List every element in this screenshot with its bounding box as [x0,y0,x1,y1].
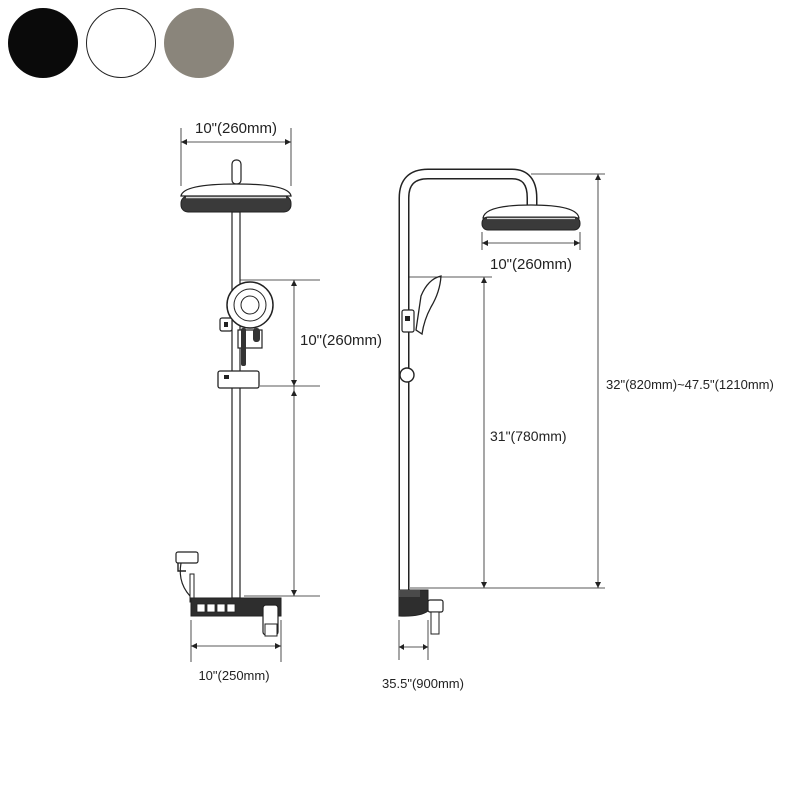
rain-shower-head [180,183,292,213]
front-base-width-label: 10"(250mm) [198,668,269,683]
shelf [217,370,260,389]
front-riser-pipe [231,211,241,599]
hand-shower [226,281,274,366]
side-head-width-label: 10"(260mm) [490,256,572,273]
side-hand-shower [399,275,442,383]
side-rain-head [481,204,581,231]
side-handset-height-label: 31"(780mm) [490,428,567,444]
color-swatch-white[interactable] [86,8,156,78]
front-head-width-label: 10"(260mm) [195,120,277,137]
side-mixer-base [398,589,444,635]
front-view: 10"(260mm) 10"(260mm) [175,120,382,683]
side-view: 10"(260mm) 31"(780mm) 32"(820mm)~47.5"(1… [382,168,774,691]
color-swatch-black[interactable] [8,8,78,78]
side-total-height-label: 32"(820mm)~47.5"(1210mm) [606,377,774,392]
side-base-depth-label: 35.5"(900mm) [382,676,464,691]
mixer-base [190,597,282,637]
bidet-sprayer [175,551,199,603]
color-swatch-gray[interactable] [164,8,234,78]
front-handset-height-label: 10"(260mm) [300,332,382,349]
